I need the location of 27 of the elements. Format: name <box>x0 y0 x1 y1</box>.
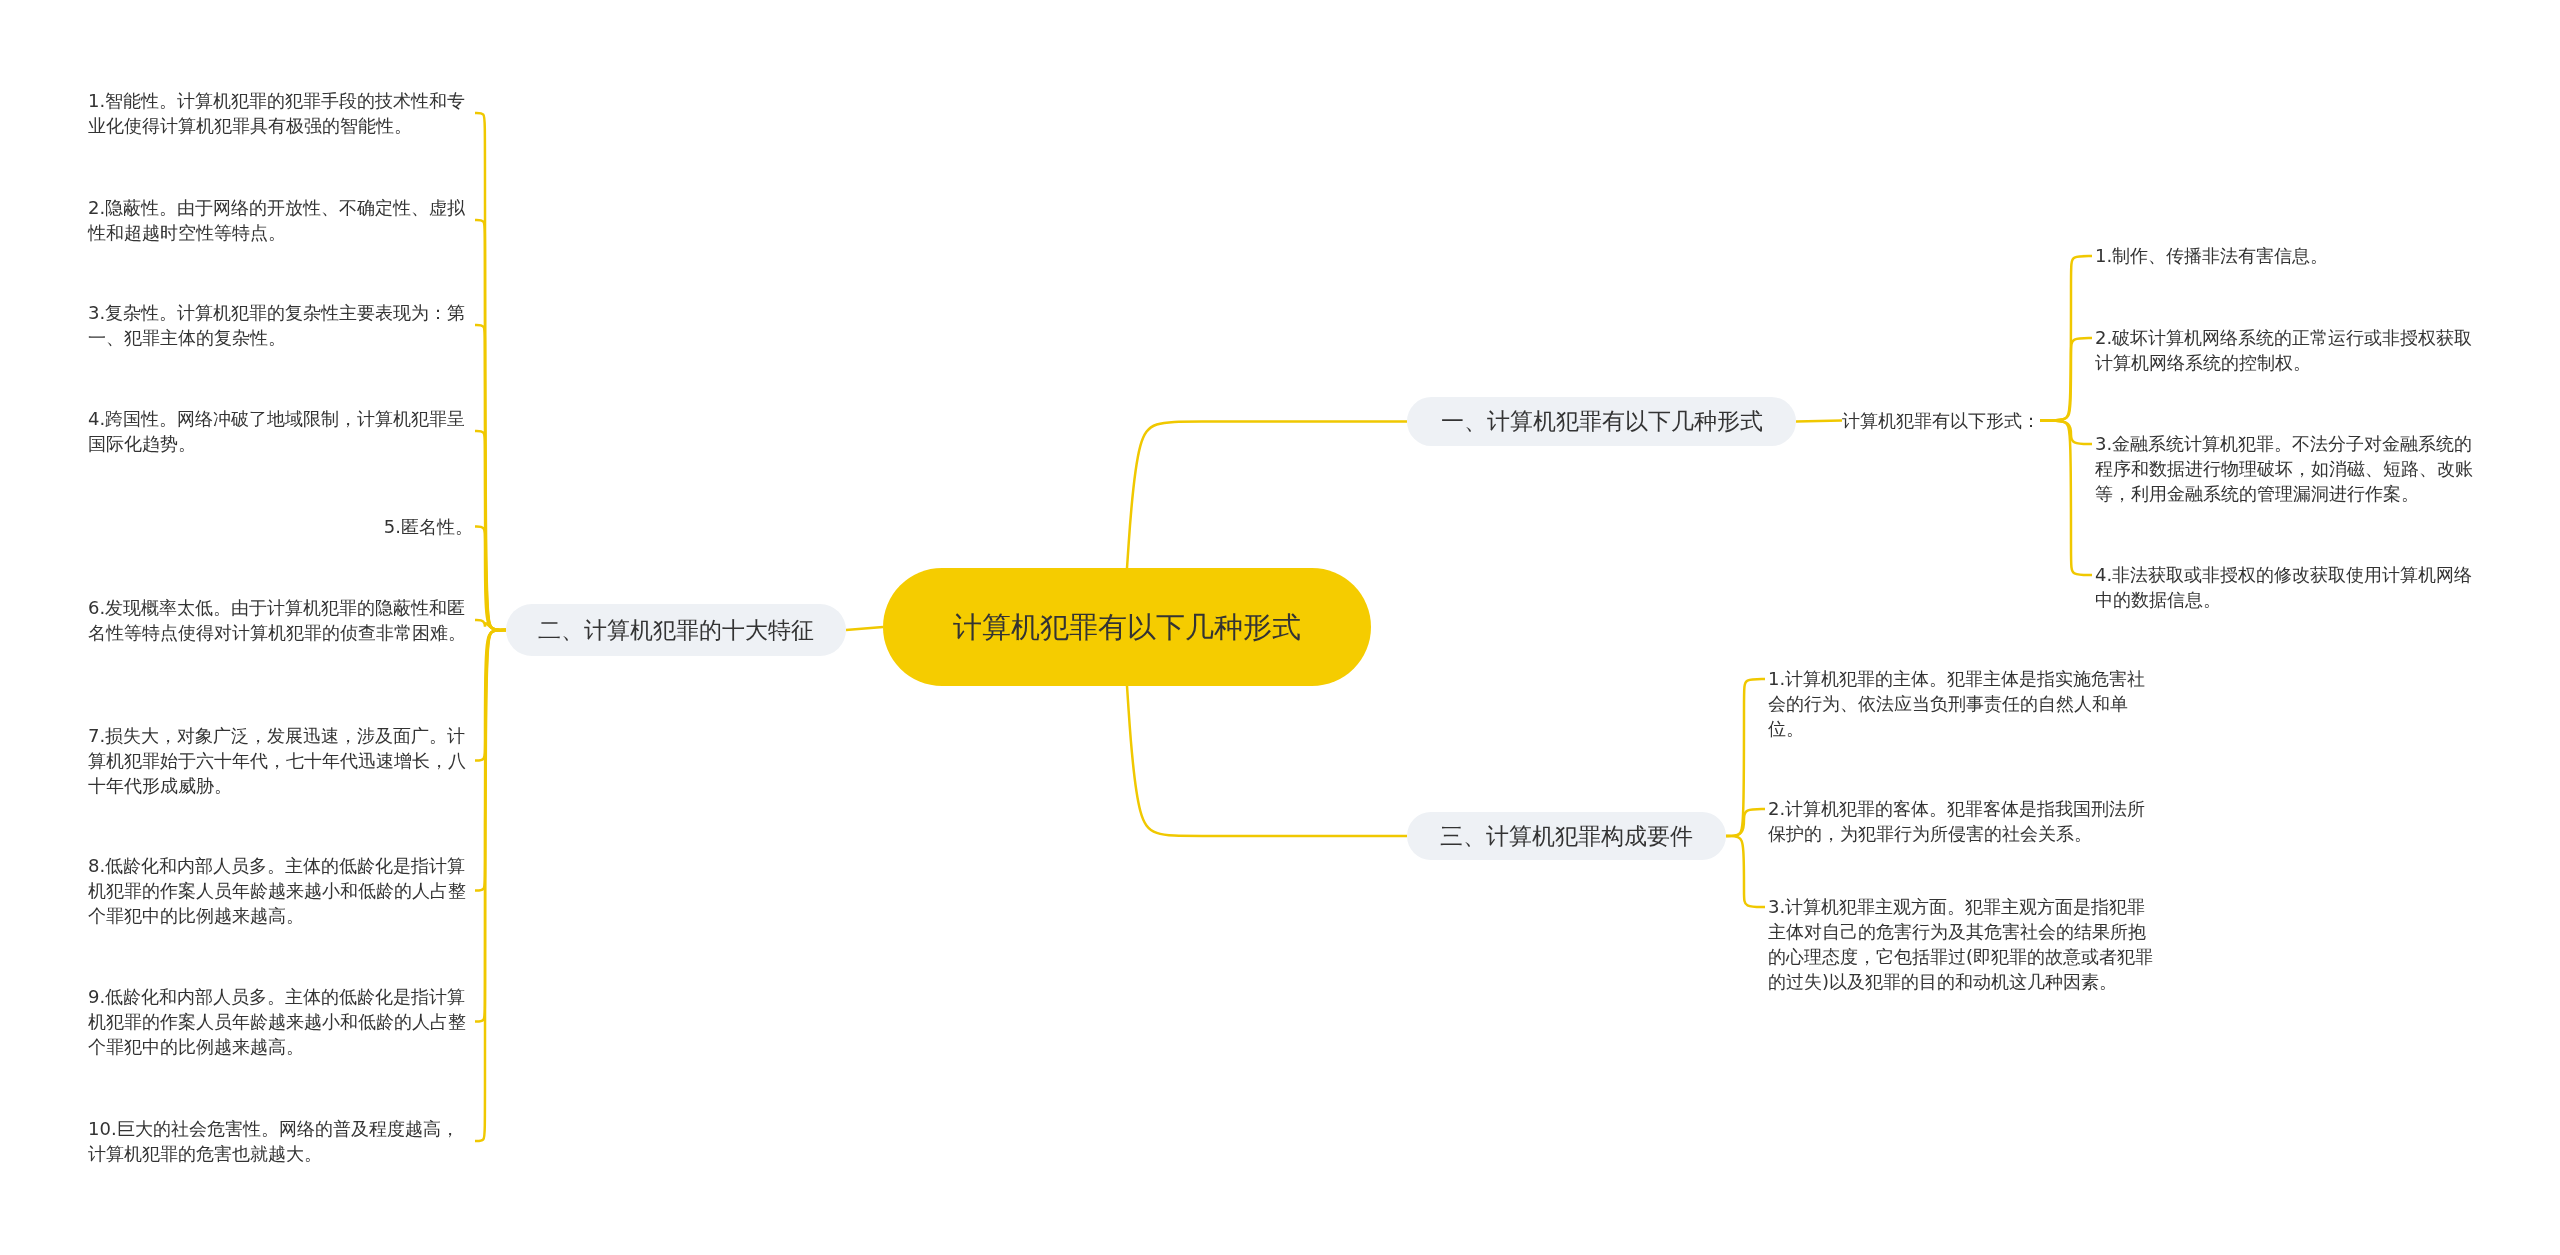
leaf-text: 4.跨国性。网络冲破了地域限制，计算机犯罪呈国际化趋势。 <box>88 406 473 456</box>
connector-line <box>1125 420 1407 569</box>
connector-line <box>1795 419 1843 423</box>
central-topic: 计算机犯罪有以下几种形式 <box>883 568 1371 686</box>
branch-topic: 一、计算机犯罪有以下几种形式 <box>1407 397 1796 446</box>
connector-line <box>1726 834 1765 909</box>
leaf-text: 2.计算机犯罪的客体。犯罪客体是指我国刑法所保护的，为犯罪行为所侵害的社会关系。 <box>1768 796 2163 846</box>
leaf-text: 1.计算机犯罪的主体。犯罪主体是指实施危害社会的行为、依法应当负刑事责任的自然人和单位。 <box>1768 666 2163 741</box>
leaf-text: 6.发现概率太低。由于计算机犯罪的隐蔽性和匿名性等特点使得对计算机犯罪的侦查非常困难。 <box>88 595 473 645</box>
connector-line <box>845 625 884 632</box>
leaf-text: 2.破坏计算机网络系统的正常运行或非授权获取计算机网络系统的控制权。 <box>2095 325 2490 375</box>
leaf-text: 9.低龄化和内部人员多。主体的低龄化是指计算机犯罪的作案人员年龄越来越小和低龄的人占整个罪犯中的比例越来越高。 <box>88 984 473 1059</box>
branch-topic: 三、计算机犯罪构成要件 <box>1407 812 1726 860</box>
leaf-text: 7.损失大，对象广泛，发展迅速，涉及面广。计算机犯罪始于六十年代，七十年代迅速增长，八十年代形成威胁。 <box>88 723 473 798</box>
leaf-text: 8.低龄化和内部人员多。主体的低龄化是指计算机犯罪的作案人员年龄越来越小和低龄的人占整个罪犯中的比例越来越高。 <box>88 853 473 928</box>
leaf-text: 4.非法获取或非授权的修改获取使用计算机网络中的数据信息。 <box>2095 562 2490 612</box>
leaf-text: 5.匿名性。 <box>88 514 473 539</box>
leaf-text: 3.金融系统计算机犯罪。不法分子对金融系统的程序和数据进行物理破坏，如消磁、短路、改账等，利用金融系统的管理漏洞进行作案。 <box>2095 431 2490 506</box>
leaf-text: 1.制作、传播非法有害信息。 <box>2095 243 2490 268</box>
leaf-text: 3.复杂性。计算机犯罪的复杂性主要表现为：第一、犯罪主体的复杂性。 <box>88 300 473 350</box>
branch-topic: 二、计算机犯罪的十大特征 <box>506 604 846 656</box>
connector-line <box>1125 685 1407 838</box>
leaf-text: 3.计算机犯罪主观方面。犯罪主观方面是指犯罪主体对自己的危害行为及其危害社会的结果所抱的心理态度，它包括罪过(即犯罪的故意或者犯罪的过失)以及犯罪的目的和动机这几种因素。 <box>1768 894 2163 994</box>
leaf-text: 1.智能性。计算机犯罪的犯罪手段的技术性和专业化使得计算机犯罪具有极强的智能性。 <box>88 88 473 138</box>
subtopic-text: 计算机犯罪有以下形式： <box>1842 408 2040 433</box>
leaf-text: 2.隐蔽性。由于网络的开放性、不确定性、虚拟性和超越时空性等特点。 <box>88 195 473 245</box>
leaf-text: 10.巨大的社会危害性。网络的普及程度越高，计算机犯罪的危害也就越大。 <box>88 1116 473 1166</box>
